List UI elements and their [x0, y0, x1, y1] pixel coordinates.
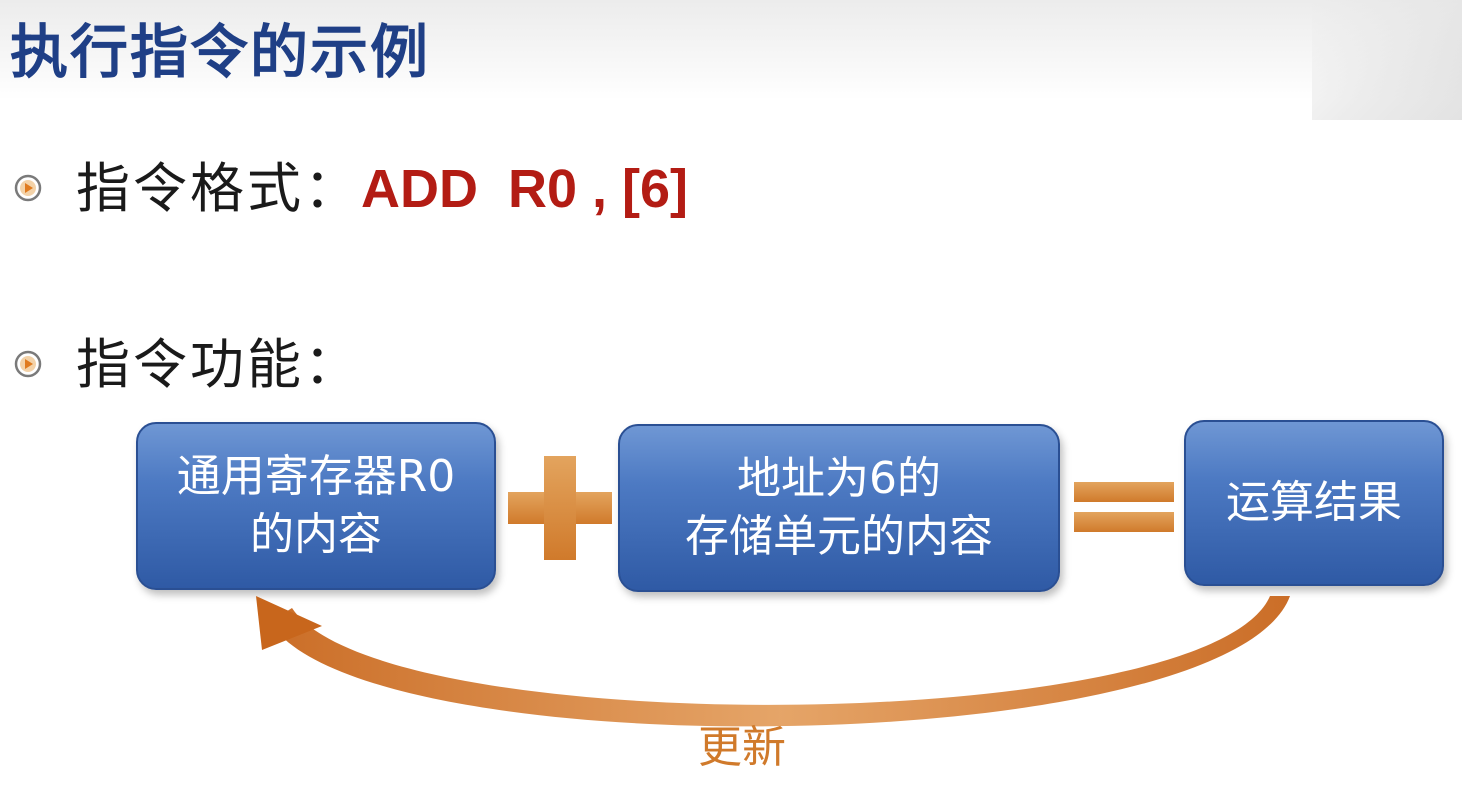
box-register-r0-line1: 通用寄存器R0: [176, 451, 456, 502]
play-bullet-icon: [14, 350, 42, 378]
slide-title: 执行指令的示例: [10, 18, 431, 86]
instruction-code: ADD R0 , [6]: [361, 159, 689, 219]
play-bullet-icon: [14, 174, 42, 202]
instruction-function-label: 指令功能：: [76, 333, 361, 396]
box-memory-content: 地址为6的 存储单元的内容: [618, 424, 1060, 592]
update-label: 更新: [698, 722, 786, 773]
instruction-format-line: 指令格式：ADD R0 , [6]: [76, 154, 688, 224]
title-bar: [0, 0, 1462, 100]
instruction-format-label: 指令格式：: [76, 157, 361, 220]
box-result-line1: 运算结果: [1226, 477, 1402, 528]
box-register-r0: 通用寄存器R0 的内容: [136, 422, 496, 590]
decorative-corner: [1312, 0, 1462, 120]
box-memory-line1: 地址为6的: [737, 453, 941, 504]
box-memory-line2: 存储单元的内容: [685, 511, 993, 562]
box-result: 运算结果: [1184, 420, 1444, 586]
instruction-function-line: 指令功能：: [76, 330, 361, 400]
box-register-r0-line2: 的内容: [250, 509, 382, 560]
